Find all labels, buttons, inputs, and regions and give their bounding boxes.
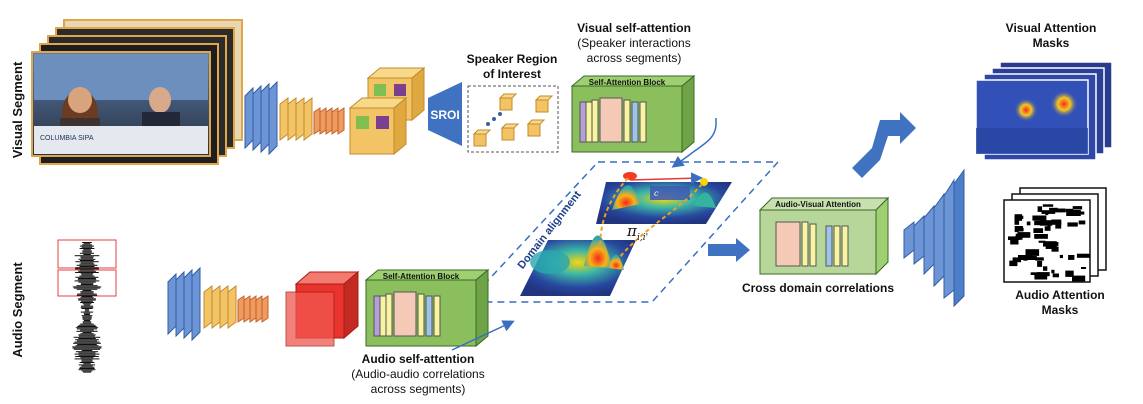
audio-waveform (57, 239, 117, 373)
av-attention-label: Audio-Visual Attention (775, 200, 861, 209)
audio-segment-label: Audio Segment (10, 262, 25, 358)
c-label: c (654, 189, 659, 198)
visual-attention-masks (975, 61, 1113, 161)
audio-self-attention-block: Self-Attention Block (364, 268, 490, 348)
audio-visual-attention-block: Audio-Visual Attention (758, 196, 890, 276)
audio-encoder-orange (237, 295, 269, 323)
visual-self-attention-sub1: (Speaker interactions (577, 36, 690, 50)
audio-attention-masks (1003, 187, 1107, 283)
visual-surface: c (596, 172, 732, 224)
pi-symbol: π (626, 222, 638, 240)
audio-masks-label-2: Masks (1042, 303, 1079, 317)
audio-self-attention-sub2: across segments) (371, 382, 466, 396)
visual-sab-label: Self-Attention Block (589, 78, 666, 87)
video-caption: COLUMBIA SIPA (40, 135, 94, 142)
visual-encoder-blue (244, 80, 278, 156)
visual-encoder (244, 80, 345, 156)
audio-encoder-yellow (203, 285, 237, 329)
sroi-label: SROI (430, 108, 459, 122)
roi-cube-4 (500, 123, 520, 141)
audio-self-attention-title: Audio self-attention (362, 352, 475, 366)
cross-domain-label: Cross domain correlations (742, 281, 894, 295)
audio-masks-label-1: Audio Attention (1015, 288, 1105, 302)
visual-encoder-orange (313, 107, 345, 135)
speaker-region-label-1: Speaker Region (467, 52, 558, 66)
feature-cube-front (348, 96, 408, 156)
visual-encoder-yellow (279, 97, 313, 141)
alignment-link-1 (599, 177, 629, 249)
video-frame-front: COLUMBIA SIPA (31, 51, 211, 157)
pi-subscript: i,i' (637, 233, 648, 243)
speaker-region-label-2: of Interest (483, 67, 541, 81)
audio-surface (520, 235, 636, 296)
audio-sab-slabs (373, 291, 441, 337)
audio-feature-cube (285, 270, 360, 347)
speaker-roi-box (467, 85, 559, 153)
visual-masks-label-1: Visual Attention (1006, 21, 1097, 35)
domain-alignment-region: c π i,i' Domain alignment (466, 161, 780, 303)
audio-self-attention-sub1: (Audio-audio correlations (351, 367, 484, 381)
sroi-module: SROI (428, 82, 462, 146)
roi-cube-3 (472, 129, 492, 147)
audio-encoder (167, 266, 269, 342)
to-visual-masks-arrow (852, 112, 916, 178)
audio-sab-label: Self-Attention Block (383, 272, 460, 281)
visual-self-attention-title: Visual self-attention (577, 21, 691, 35)
av-slabs (775, 221, 849, 267)
decoder (903, 168, 965, 308)
alignment-to-av-arrow (708, 238, 750, 262)
visual-segment-label: Visual Segment (10, 61, 25, 158)
visual-sab-to-alignment-arrow (671, 118, 717, 168)
visual-sab-slabs (579, 97, 647, 143)
audio-sab-to-alignment-arrow (451, 320, 515, 351)
roi-cube-1 (498, 93, 518, 111)
alignment-link-2 (615, 183, 703, 263)
visual-self-attention-sub2: across segments) (587, 51, 682, 65)
visual-feature-cubes (348, 66, 426, 156)
roi-cube-2 (534, 95, 554, 113)
visual-self-attention-block: Self-Attention Block (570, 74, 696, 154)
roi-cube-5 (526, 119, 546, 137)
visual-masks-label-2: Masks (1033, 36, 1070, 50)
video-frames-stack: COLUMBIA SIPA (31, 19, 243, 165)
audio-encoder-blue (167, 266, 201, 342)
